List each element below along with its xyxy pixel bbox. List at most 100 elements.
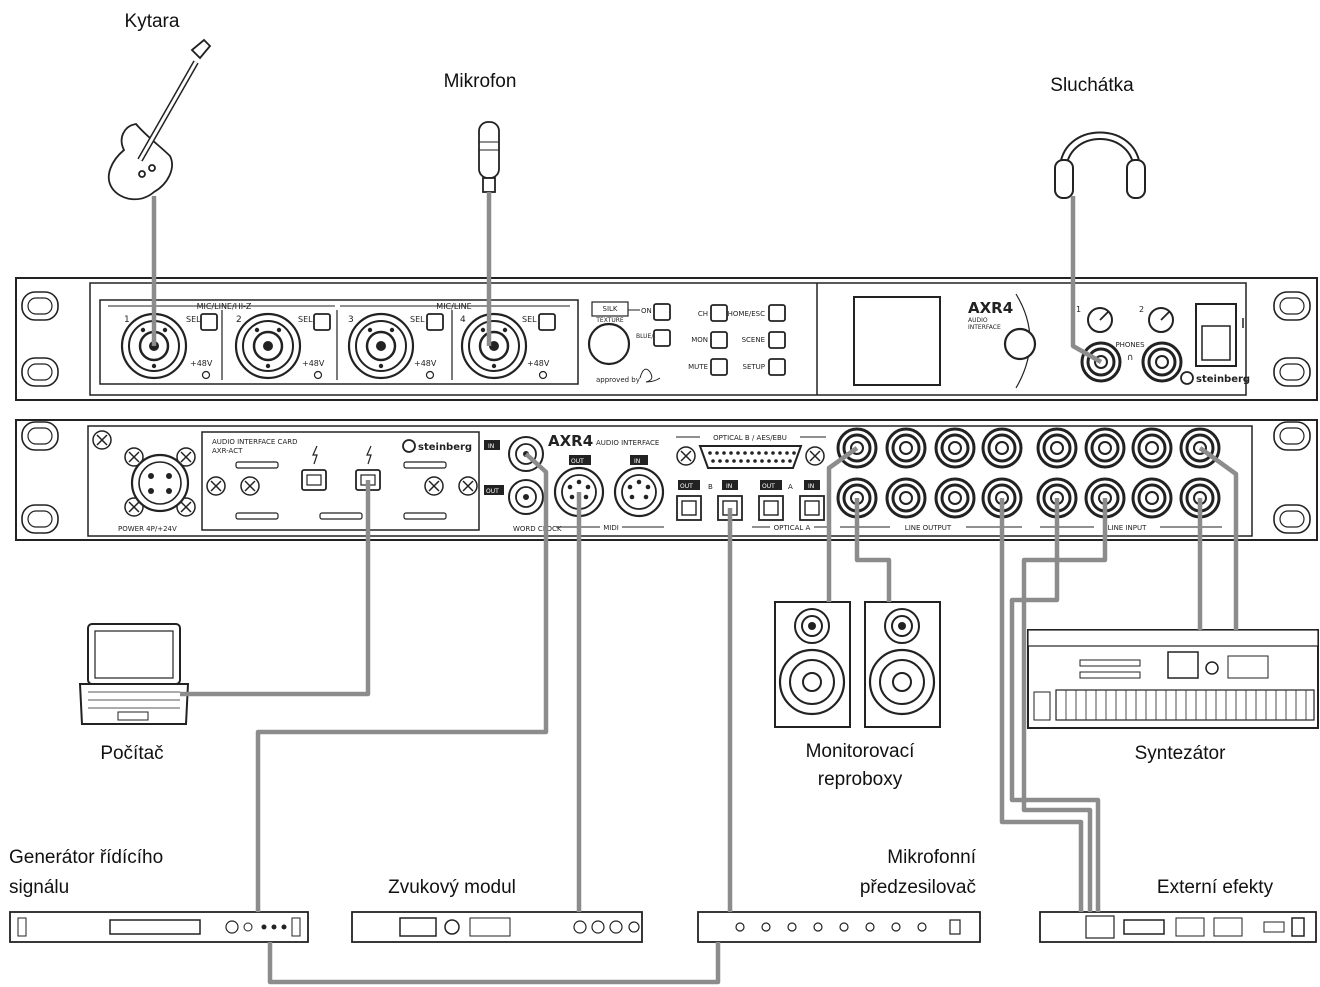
scene-button	[769, 332, 785, 348]
home-esc-button	[769, 305, 785, 321]
microphone-illustration	[479, 122, 499, 192]
btn-label-setup: SETUP	[743, 363, 766, 371]
midi-in-jack	[615, 468, 663, 516]
phones-number-1: 1	[1076, 305, 1081, 314]
sel-label-3: SEL	[410, 315, 425, 324]
sel-label-1: SEL	[186, 315, 201, 324]
btn-label-home: HOME/ESC	[728, 310, 765, 318]
input-number-3: 3	[348, 315, 354, 325]
axr4-front-panel: MIC/LINE/HI-Z MIC/LINE 1 2 3 4 SEL SEL S…	[16, 278, 1317, 400]
front-model-sub1: AUDIO	[968, 317, 988, 324]
mute-button	[711, 359, 727, 375]
opt-a-out-label: OUT	[762, 483, 775, 490]
phantom-label-2: +48V	[302, 359, 325, 368]
wc-out-label: OUT	[486, 488, 499, 495]
opt-b-in-label: IN	[726, 483, 732, 490]
sel-button-2	[314, 314, 330, 330]
silk-knob	[589, 324, 629, 364]
setup-button	[769, 359, 785, 375]
front-model-label: AXR4	[968, 299, 1013, 317]
input-jack-2	[236, 314, 300, 378]
optical-a-in-port	[800, 496, 824, 520]
rear-model-label: AXR4	[548, 432, 593, 450]
line-input-label: LINE INPUT	[1108, 524, 1147, 532]
rear-model-sub: AUDIO INTERFACE	[596, 439, 659, 447]
front-display	[854, 297, 940, 385]
phantom-label-4: +48V	[527, 359, 550, 368]
midi-in-label: IN	[634, 458, 640, 465]
laptop-illustration	[80, 624, 188, 724]
front-brand: steinberg	[1196, 374, 1250, 385]
optical-a-label: OPTICAL A	[774, 524, 811, 532]
label-wordclock-gen-line1: Generátor řídícího	[9, 845, 163, 870]
line-in-jack-9	[1086, 429, 1124, 467]
phones-jack-2	[1143, 343, 1181, 381]
label-headphones: Sluchátka	[1032, 73, 1152, 98]
rear-brand: steinberg	[418, 442, 472, 453]
headphones-illustration	[1055, 133, 1145, 199]
sel-button-3	[427, 314, 443, 330]
wordclock-generator-illustration	[10, 912, 308, 942]
line-in-jack-11	[1038, 429, 1076, 467]
line-out-jack-5	[887, 429, 925, 467]
optical-b-out-port	[677, 496, 701, 520]
label-sound-module: Zvukový modul	[362, 875, 542, 900]
sound-module-illustration	[352, 912, 642, 942]
phones-number-2: 2	[1139, 305, 1144, 314]
wc-in-label: IN	[488, 443, 494, 450]
power-label: POWER 4P/+24V	[118, 525, 177, 533]
silk-on-button	[654, 304, 670, 320]
input-number-4: 4	[460, 315, 466, 325]
opt-b-letter: B	[708, 483, 713, 491]
label-monitors-line1: Monitorovací	[770, 739, 950, 764]
label-external-fx: Externí efekty	[1130, 875, 1300, 900]
btn-label-scene: SCENE	[742, 336, 765, 344]
label-wordclock-gen-line2: signálu	[9, 875, 69, 900]
approved-label: approved by	[596, 376, 640, 384]
monitor-speaker-right	[865, 602, 940, 727]
input-number-1: 1	[124, 315, 130, 325]
sel-button-4	[539, 314, 555, 330]
ch-button	[711, 305, 727, 321]
card-label-2: AXR-ACT	[212, 447, 243, 455]
blue-red-button	[654, 330, 670, 346]
label-monitors-line2: reproboxy	[770, 767, 950, 792]
line-output-label: LINE OUTPUT	[905, 524, 952, 532]
line-in-jack-7	[1133, 429, 1171, 467]
midi-out-label: OUT	[571, 458, 584, 465]
synthesizer-illustration	[1028, 630, 1318, 728]
opt-a-in-label: IN	[808, 483, 814, 490]
front-group-label-1: MIC/LINE/HI-Z	[197, 302, 252, 311]
card-label-1: AUDIO INTERFACE CARD	[212, 438, 297, 446]
guitar-illustration	[109, 40, 210, 199]
input-jack-3	[349, 314, 413, 378]
svg-text:∩: ∩	[1127, 353, 1134, 363]
phantom-label-3: +48V	[414, 359, 437, 368]
front-group-label-2: MIC/LINE	[436, 302, 471, 311]
mic-preamp-illustration	[698, 912, 980, 942]
optical-a-out-port	[759, 496, 783, 520]
sel-button-1	[201, 314, 217, 330]
input-jack-4	[462, 314, 526, 378]
mon-button	[711, 332, 727, 348]
phantom-label-1: +48V	[190, 359, 213, 368]
btn-label-mute: MUTE	[688, 363, 708, 371]
monitor-speaker-left	[775, 602, 850, 727]
optical-b-aes-label: OPTICAL B / AES/EBU	[713, 434, 787, 442]
on-label: ON	[641, 307, 652, 315]
line-in-jack-8	[1133, 479, 1171, 517]
aes-ebu-connector	[700, 446, 801, 468]
btn-label-mon: MON	[691, 336, 708, 344]
label-microphone: Mikrofon	[420, 69, 540, 94]
label-preamp-line2: předzesilovač	[780, 875, 976, 900]
opt-a-letter: A	[788, 483, 793, 491]
sel-label-4: SEL	[522, 315, 537, 324]
line-out-jack-3	[936, 429, 974, 467]
label-preamp-line1: Mikrofonní	[780, 845, 976, 870]
silk-label: SILK	[603, 305, 618, 313]
opt-b-out-label: OUT	[680, 483, 693, 490]
front-model-sub2: INTERFACE	[968, 324, 1001, 331]
word-clock-label: WORD CLOCK	[513, 525, 562, 533]
input-number-2: 2	[236, 315, 242, 325]
